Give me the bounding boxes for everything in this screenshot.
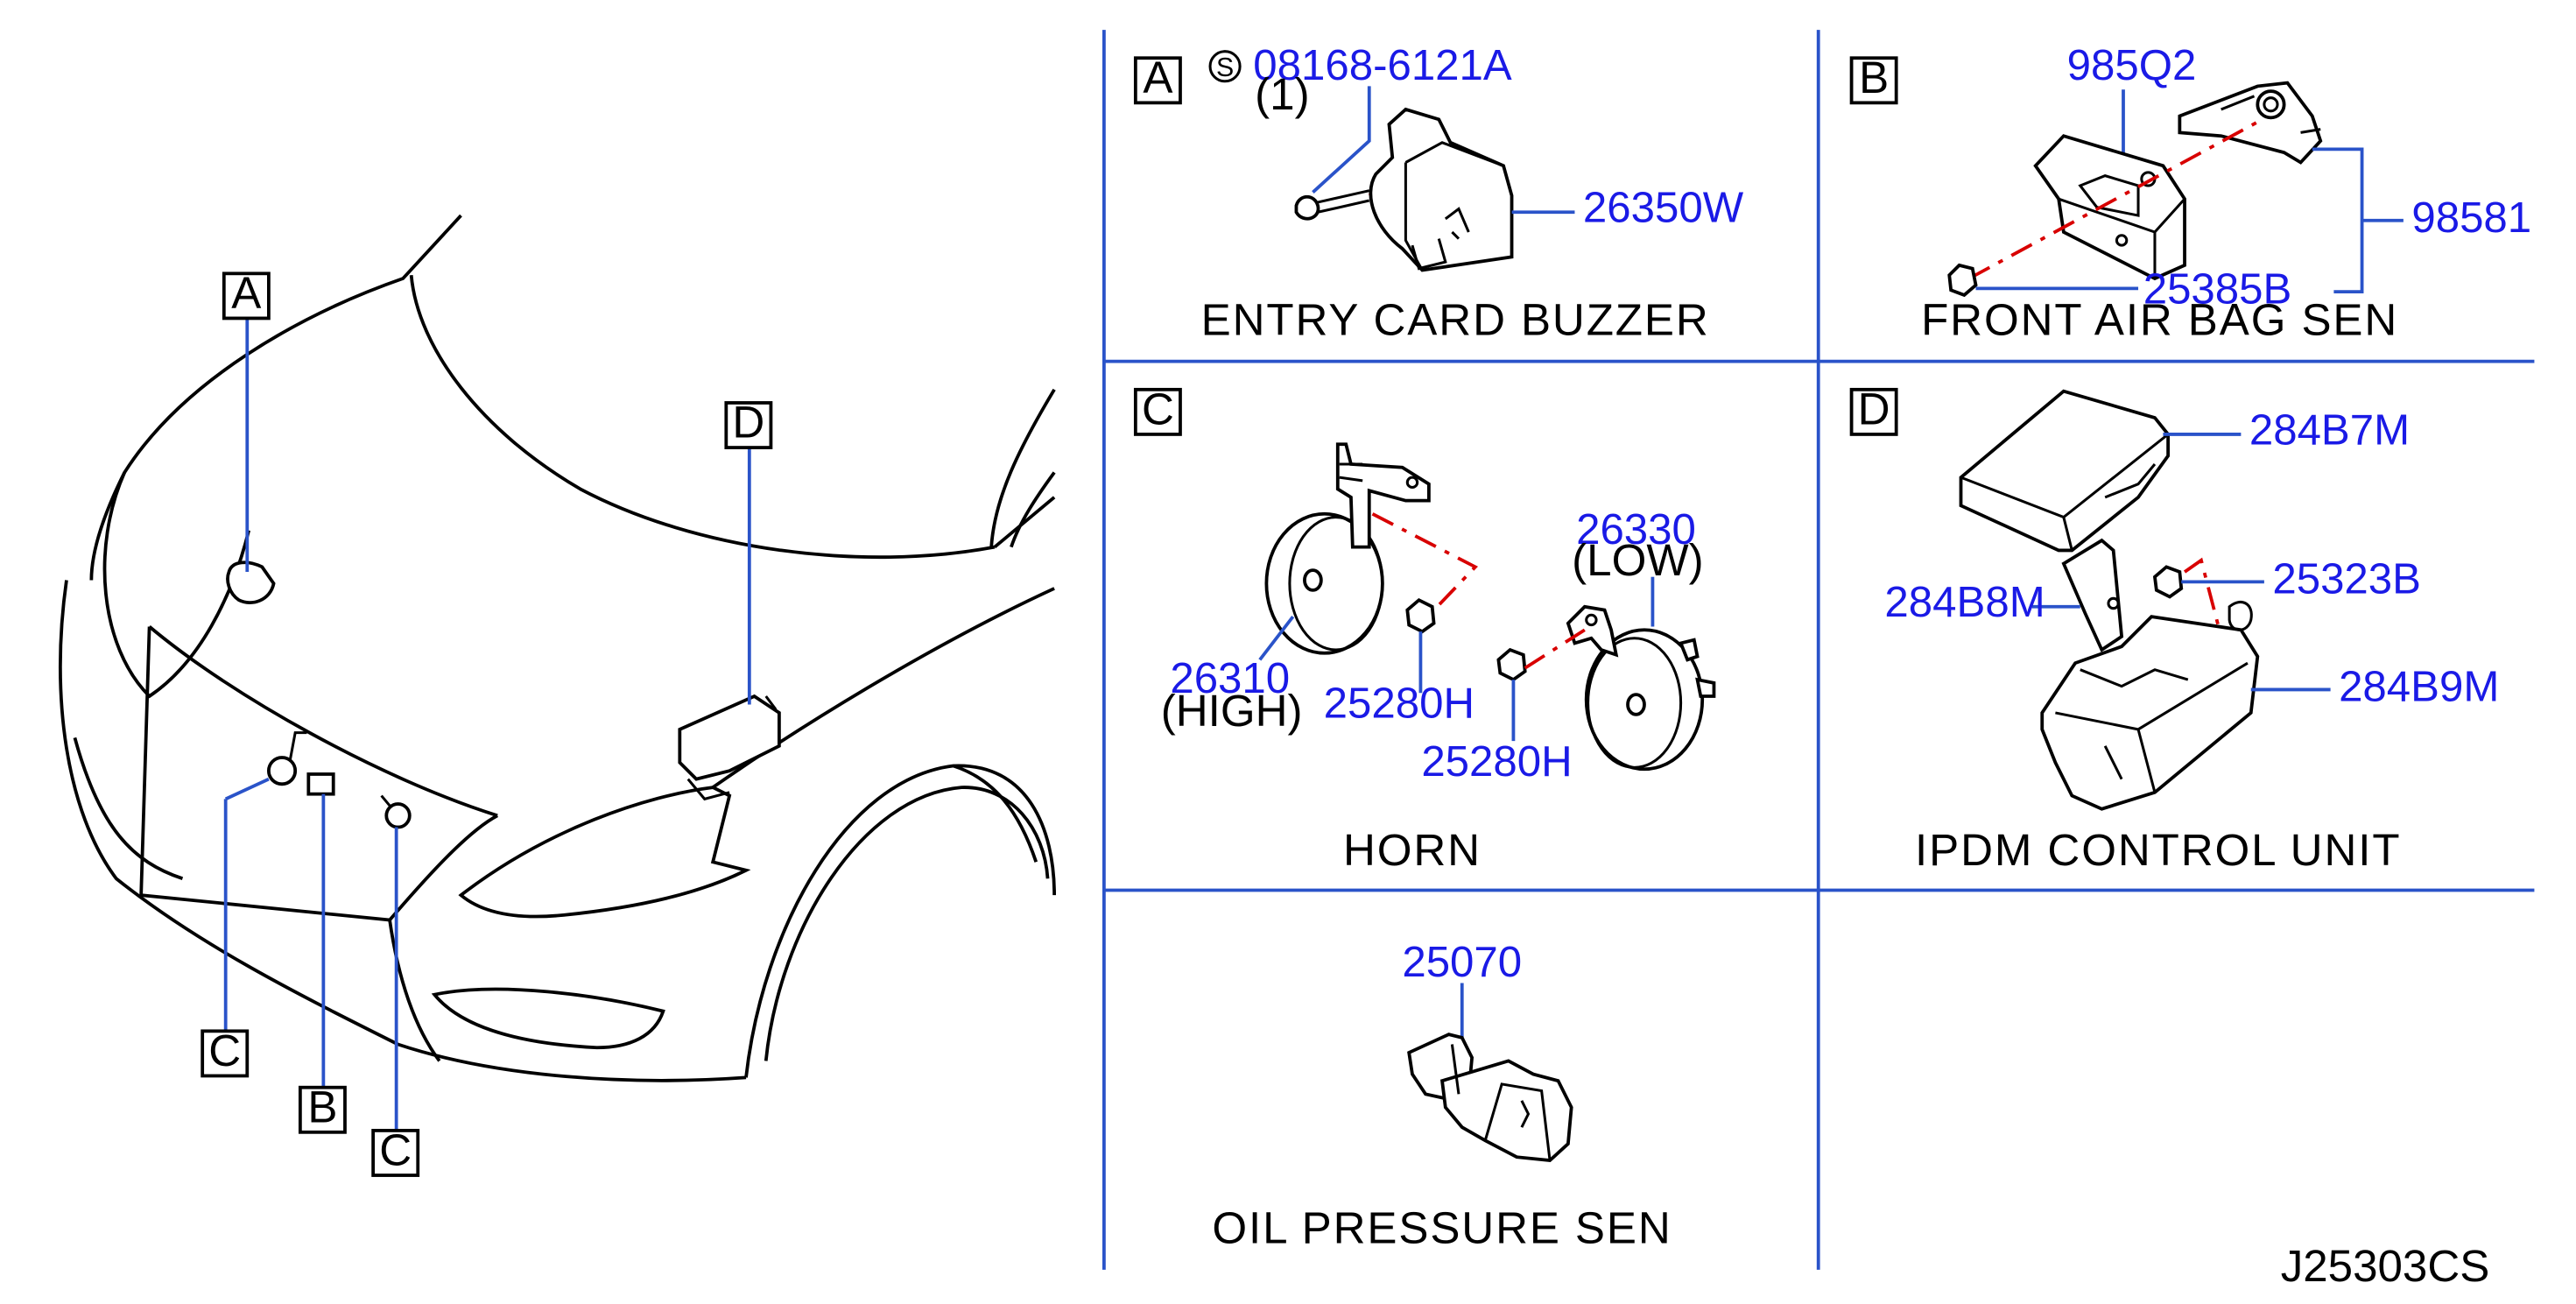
part-number-bracket: 985Q2 — [2067, 41, 2197, 89]
callout-letter: C — [379, 1125, 412, 1175]
ipdm-nut-icon — [2152, 565, 2184, 599]
airbag-sensor-icon — [2178, 81, 2323, 165]
ipdm-bracket-icon — [2061, 538, 2124, 652]
part-number-buzzer: 26350W — [1583, 184, 1744, 232]
horn-high-icon — [1264, 442, 1431, 655]
section-a: A S 08168-6121A (1) 26350W ENTRY CARD BU… — [1133, 41, 1744, 344]
screw-icon — [1294, 189, 1370, 221]
part-number-ipdm-cover: 284B7M — [2249, 405, 2410, 454]
horn-low-icon — [1566, 604, 1716, 772]
section-b: B 985Q2 25385B 98581 FRONT AIR BAG — [1849, 41, 2531, 344]
section-letter: B — [1859, 53, 1889, 102]
bolt-icon — [1947, 263, 1978, 298]
overview-leaders — [223, 318, 751, 1131]
part-number-ipdm-bracket: 284B8M — [1884, 578, 2045, 626]
ipdm-cover-icon — [1959, 389, 2170, 553]
section-c: C 26310 (HIGH) 25280H — [1133, 384, 1716, 875]
nut-icon-2 — [1496, 647, 1527, 682]
overview-callout-c-right: C — [371, 1125, 420, 1177]
standard-part-symbol: S — [1216, 53, 1234, 82]
airbag-bracket-icon — [2033, 134, 2186, 281]
horn-high-note: (HIGH) — [1161, 686, 1303, 736]
section-e: 25070 OIL PRESSURE SEN — [1212, 938, 1672, 1253]
overview-callout-b: B — [298, 1082, 347, 1134]
section-c-box — [1133, 387, 1182, 436]
horn-low-note: (LOW) — [1572, 535, 1703, 585]
callout-letter: C — [208, 1026, 241, 1075]
section-letter: D — [1858, 384, 1890, 434]
overview-callout-d: D — [724, 398, 773, 449]
car-overview — [58, 214, 1056, 1082]
section-letter: A — [1143, 53, 1172, 102]
caption-oil-pressure-sen: OIL PRESSURE SEN — [1212, 1203, 1672, 1253]
buzzer-icon — [1369, 107, 1514, 272]
part-number-ipdm-box: 284B9M — [2339, 663, 2499, 711]
part-number-horn-low: 26330 — [1576, 505, 1696, 553]
section-letter: C — [1142, 384, 1174, 434]
section-d-box — [1849, 387, 1898, 436]
screw-part-number: 08168-6121A — [1253, 41, 1512, 89]
callout-letter: D — [732, 398, 764, 448]
diagram-code: J25303CS — [2281, 1241, 2490, 1291]
caption-ipdm-control-unit: IPDM CONTROL UNIT — [1915, 825, 2401, 875]
part-number-bolt: 25385B — [2143, 264, 2292, 313]
grid-lines — [1102, 30, 2535, 1270]
callout-letter: B — [307, 1082, 337, 1131]
caption-front-air-bag-sen: FRONT AIR BAG SEN — [1921, 294, 2398, 344]
part-number-horn-high: 26310 — [1170, 654, 1290, 702]
part-number-oil-sensor: 25070 — [1402, 938, 1522, 986]
caption-horn: HORN — [1343, 825, 1482, 875]
overview-callout-c-left: C — [201, 1026, 250, 1078]
section-d: D 284B7M 284B8M 25323B 28 — [1849, 384, 2499, 875]
caption-entry-card-buzzer: ENTRY CARD BUZZER — [1201, 294, 1710, 344]
part-number-sensor: 98581 — [2411, 194, 2531, 242]
overview-callout-a: A — [222, 268, 271, 321]
standard-part-icon — [1208, 50, 1242, 83]
part-number-nut-2: 25280H — [1421, 737, 1572, 786]
screw-quantity: (1) — [1255, 69, 1309, 119]
callout-letter: A — [231, 268, 261, 318]
oil-sensor-icon — [1407, 1033, 1573, 1162]
ipdm-box-icon — [2040, 601, 2260, 811]
part-number-nut-1: 25280H — [1324, 680, 1475, 728]
nut-icon — [1405, 597, 1436, 634]
part-number-ipdm-nut: 25323B — [2272, 555, 2421, 603]
section-a-box — [1133, 56, 1182, 105]
section-b-box — [1849, 56, 1898, 105]
